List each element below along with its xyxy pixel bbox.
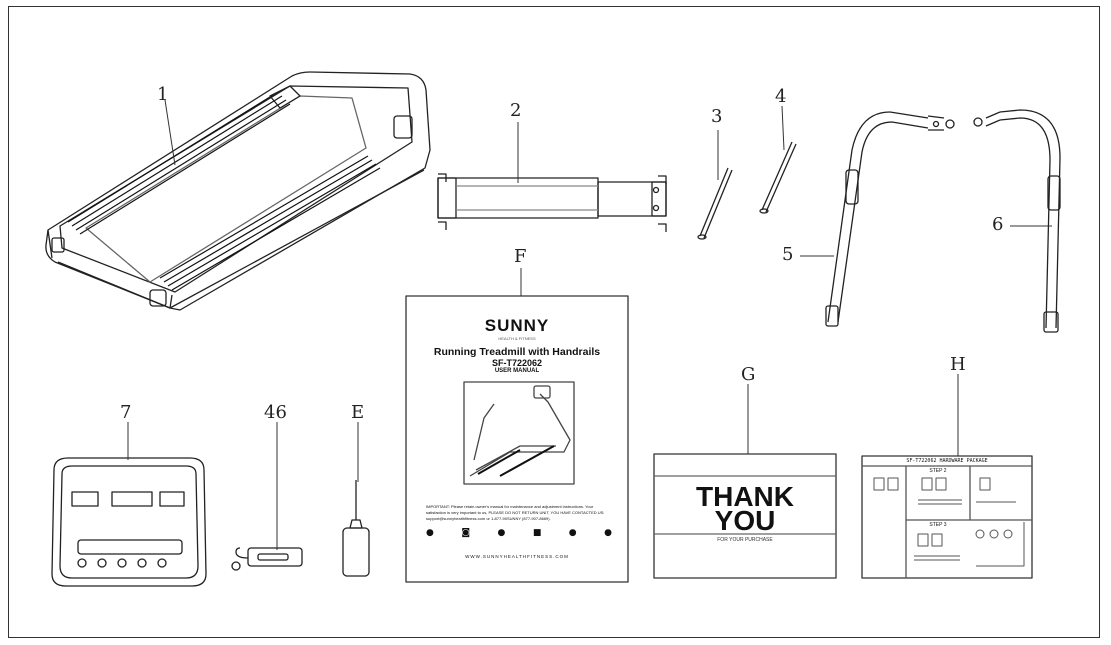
- label-part-g: G: [741, 364, 756, 385]
- manual-brand: SUNNY: [484, 316, 550, 335]
- facebook-icon: ●: [426, 528, 434, 538]
- label-part-e: E: [351, 402, 365, 423]
- manual-website: WWW.SUNNYHEALTHFITNESS.COM: [465, 554, 569, 559]
- hardware-package: [861, 455, 1033, 579]
- thank-you-line-2: YOU: [714, 505, 776, 536]
- label-part-5: 5: [782, 244, 794, 265]
- manual-model: SF-T722062: [491, 358, 543, 368]
- label-part-h: H: [950, 354, 966, 375]
- handrail-right: [973, 109, 1061, 333]
- manual-box: [405, 295, 629, 583]
- label-part-1: 1: [157, 84, 169, 105]
- pinterest-icon: ●: [568, 528, 577, 538]
- hardware-title: SF-T722062 HARDWARE PACKAGE: [906, 458, 988, 464]
- manual-brand-tagline: HEALTH & FITNESS: [498, 336, 536, 341]
- leader-4: [781, 105, 785, 151]
- manual-notice-line-3: support@sunnyhealthfitness.com or 1-877-…: [426, 516, 551, 521]
- manual-notice-line-1: IMPORTANT: Please retain owner's manual …: [426, 504, 594, 509]
- manual-social-icons: ● ◙ ● ■ ● ●: [426, 528, 612, 538]
- manual-treadmill-image: [463, 381, 575, 485]
- manual-notice: IMPORTANT: Please retain owner's manual …: [426, 504, 612, 522]
- leader-1: [164, 99, 176, 166]
- label-part-46: 46: [264, 402, 287, 423]
- console: [51, 457, 207, 587]
- label-part-f: F: [514, 246, 527, 267]
- youtube-icon: ■: [532, 528, 542, 538]
- rod-3: [697, 167, 733, 240]
- hardware-step-3: STEP 3: [929, 522, 947, 528]
- handrail-left: [825, 111, 955, 327]
- diagram-frame: [8, 6, 1100, 638]
- manual-title: Running Treadmill with Handrails: [433, 346, 601, 358]
- label-part-6: 6: [992, 214, 1004, 235]
- manual-notice-line-2: satisfaction is very important to us, PL…: [426, 510, 605, 515]
- thank-you-footer: FOR YOUR PURCHASE: [717, 537, 773, 543]
- label-part-3: 3: [711, 106, 723, 127]
- safety-key: [231, 547, 303, 571]
- base-frame: [437, 173, 667, 232]
- rod-4: [759, 141, 797, 214]
- twitter-icon: ●: [497, 528, 506, 538]
- label-part-7: 7: [120, 402, 132, 423]
- treadmill-deck: [45, 71, 431, 311]
- hardware-step-2: STEP 2: [929, 468, 947, 474]
- thank-you-card: [653, 453, 837, 579]
- instagram-icon: ◙: [461, 528, 471, 538]
- label-part-2: 2: [510, 100, 522, 121]
- lubricant-bottle: [342, 480, 370, 577]
- label-part-4: 4: [775, 86, 787, 107]
- thank-you-line-1: THANK: [696, 481, 794, 512]
- tiktok-icon: ●: [604, 528, 612, 538]
- manual-subtitle: USER MANUAL: [494, 368, 540, 374]
